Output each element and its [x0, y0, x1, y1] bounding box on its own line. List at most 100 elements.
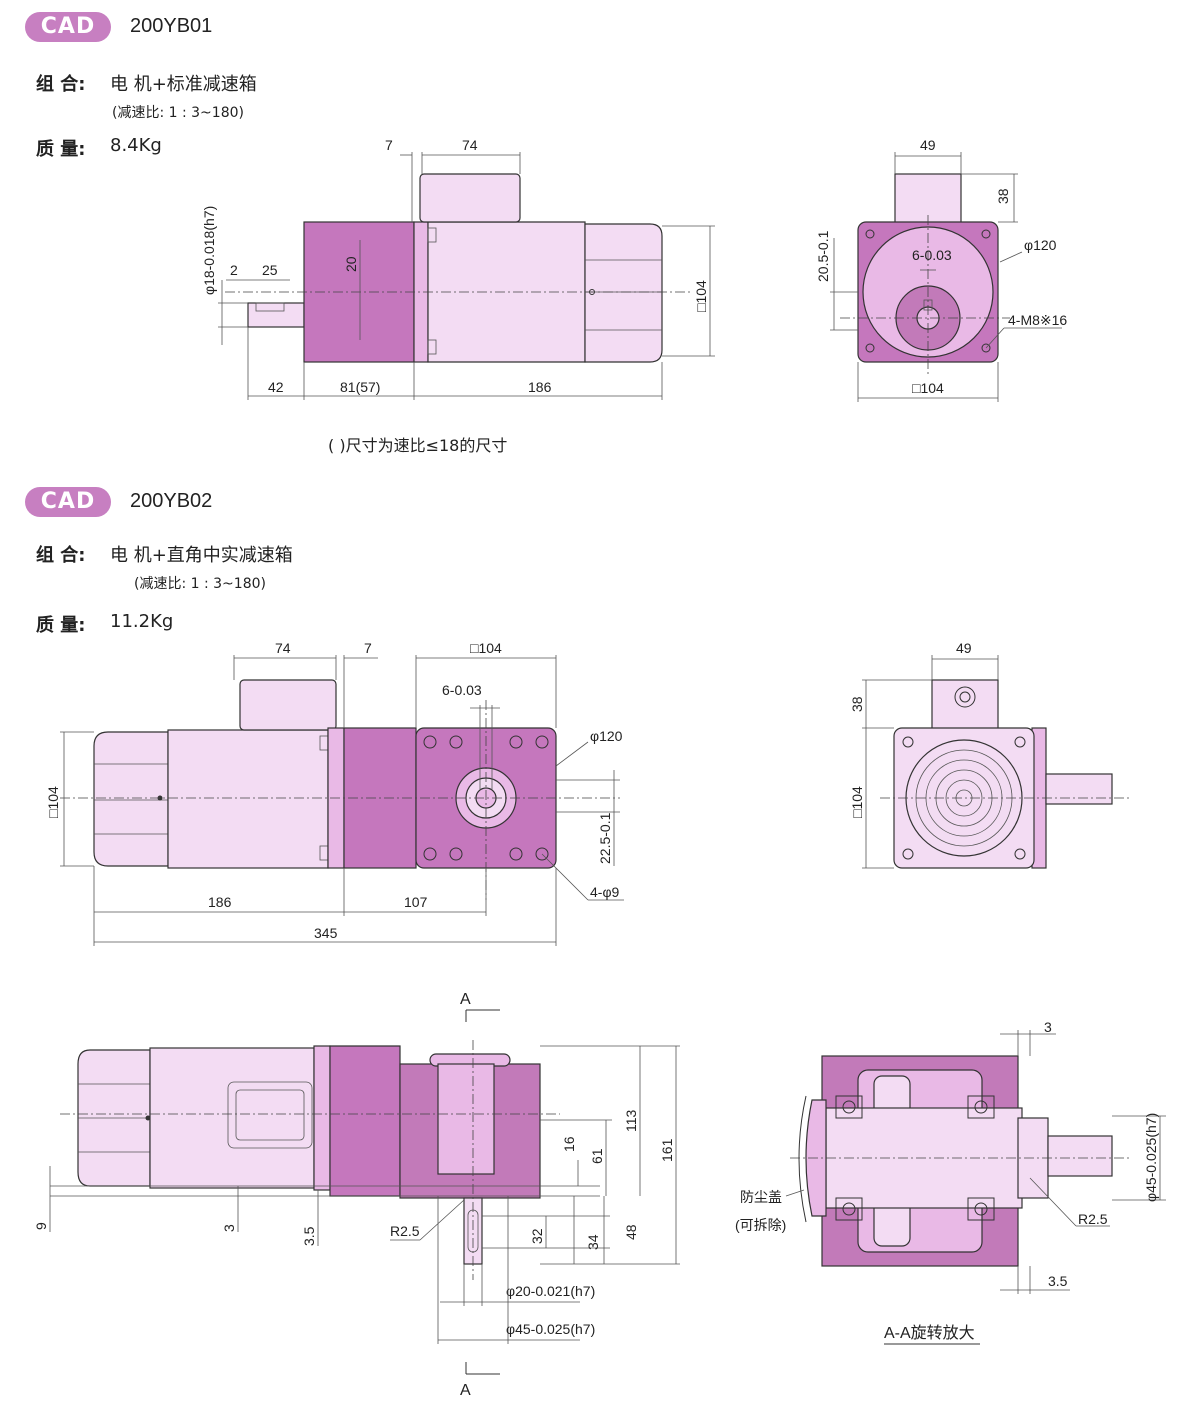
cad-badge: CAD: [25, 487, 111, 517]
dust-cover-label: 防尘盖: [740, 1189, 782, 1205]
dim-104: □104: [912, 380, 944, 396]
dim-104-left: □104: [45, 786, 61, 818]
dim-r2-5: R2.5: [390, 1223, 420, 1239]
dim-104: □104: [849, 786, 865, 818]
dim-shaft-20: φ20-0.021(h7): [506, 1283, 595, 1299]
motor-body: [149, 1047, 315, 1189]
dim-holes-m8: 4-M8※16: [1008, 312, 1067, 328]
bolt-hole: [535, 735, 549, 749]
shaft-key: [255, 302, 285, 312]
dim-shaft-45: φ45-0.025(h7): [506, 1321, 595, 1337]
dim-38: 38: [995, 188, 1011, 204]
dim-20: 20: [343, 256, 359, 272]
dim-3: 3: [221, 1224, 237, 1232]
dim-key-6: 6-0.03: [912, 247, 952, 263]
dust-cover-removable: (可拆除): [735, 1217, 786, 1233]
bolt-hole: [509, 847, 523, 861]
dim-34: 34: [585, 1234, 601, 1250]
section-aa-title: A-A旋转放大: [884, 1324, 975, 1342]
dim-120: φ120: [1024, 237, 1057, 253]
dim-74: 74: [275, 640, 291, 656]
dim-74: 74: [462, 137, 478, 153]
yb01-side-view: 49 38 6-0.03 20.5-0.1 φ120 4-M8※16 □104: [815, 137, 1067, 402]
terminal-box-outline: [227, 1081, 313, 1149]
model-number: 200YB01: [130, 15, 213, 37]
dim-25: 25: [262, 262, 278, 278]
mass-label: 质 量:: [36, 139, 86, 160]
bolt-hole: [423, 735, 437, 749]
bolt-hole: [981, 229, 991, 239]
section-mark-a: A: [460, 1382, 471, 1399]
motor-endcap: [584, 223, 663, 363]
dim-61: 61: [589, 1148, 605, 1164]
dim-49: 49: [920, 137, 936, 153]
mass-label: 质 量:: [36, 615, 86, 636]
dim-r2-5: R2.5: [1078, 1211, 1108, 1227]
dim-48: 48: [623, 1224, 639, 1240]
bolt-hole: [981, 343, 991, 353]
terminal-box: [239, 679, 337, 731]
dim-7: 7: [364, 640, 372, 656]
cad-badge: CAD: [25, 12, 111, 42]
model-number: 200YB02: [130, 490, 213, 512]
cable-gland: [954, 686, 976, 708]
dim-2: 2: [230, 262, 238, 278]
dim-16: 16: [561, 1136, 577, 1152]
dim-3: 3: [1044, 1019, 1052, 1035]
dim-42: 42: [268, 379, 284, 395]
dim-345: 345: [314, 925, 338, 941]
size-note: ( )尺寸为速比≤18的尺寸: [328, 436, 508, 455]
combo-value: 电 机+标准减速箱: [110, 74, 257, 95]
terminal-box: [419, 173, 521, 223]
dim-38: 38: [849, 696, 865, 712]
motor-endcap: [93, 731, 169, 867]
dim-7: 7: [385, 137, 393, 153]
motor-body: [427, 221, 586, 363]
bearing: [835, 1095, 863, 1119]
yb02-side-view: 49 38 □104: [849, 640, 1130, 869]
dim-20-5: 20.5-0.1: [815, 230, 831, 282]
bearing: [835, 1197, 863, 1221]
output-shaft: [247, 302, 305, 328]
output-shaft: [1047, 1135, 1113, 1177]
dim-104-top: □104: [470, 640, 502, 656]
bearing: [967, 1095, 995, 1119]
bearing: [967, 1197, 995, 1221]
combo-label: 组 合:: [36, 74, 86, 95]
yb02-front-view: 74 7 □104 6-0.03 φ120 □104 22.5-0.1 4-φ9…: [45, 640, 624, 946]
dim-120: φ120: [590, 728, 623, 744]
ratio-text: (减速比: 1 : 3~180): [134, 576, 266, 592]
dim-186: 186: [208, 894, 232, 910]
section-mark-a: A: [460, 991, 471, 1008]
dim-9: 9: [33, 1222, 49, 1230]
bolt-hole: [509, 735, 523, 749]
dim-186: 186: [528, 379, 552, 395]
mass-value: 11.2Kg: [110, 611, 174, 632]
dim-key-6: 6-0.03: [442, 682, 482, 698]
combo-label: 组 合:: [36, 545, 86, 566]
dim-104-square: □104: [693, 280, 709, 312]
dim-22-5: 22.5-0.1: [597, 812, 613, 864]
dim-shaft-18: φ18-0.018(h7): [201, 206, 217, 295]
dim-81: 81(57): [340, 379, 380, 395]
dim-3-5: 3.5: [1048, 1273, 1068, 1289]
bolt-hole: [865, 229, 875, 239]
combo-value: 电 机+直角中实减速箱: [110, 545, 293, 566]
yb02-bottom-view: A A 113 161 16 61 32 34 48 9 3 3.5 R2.5: [33, 991, 680, 1399]
dim-32: 32: [529, 1228, 545, 1244]
flange: [313, 1045, 331, 1191]
motor-body: [167, 729, 329, 869]
dim-107: 107: [404, 894, 428, 910]
yb01-front-view: 7 74 42 81(57) 186 □104 φ18-0.018(h7) 2 …: [201, 137, 715, 400]
gear-section: [437, 1063, 495, 1175]
terminal-box: [931, 679, 999, 731]
gearbox: [329, 1045, 401, 1197]
bolt-hole: [449, 735, 463, 749]
dim-161: 161: [659, 1138, 675, 1162]
bolt-hole: [423, 847, 437, 861]
ratio-text: (减速比: 1 : 3~180): [112, 105, 244, 121]
dim-shaft-45: φ45-0.025(h7): [1143, 1113, 1159, 1202]
dim-holes-9: 4-φ9: [590, 884, 620, 900]
dim-3-5: 3.5: [301, 1226, 317, 1246]
